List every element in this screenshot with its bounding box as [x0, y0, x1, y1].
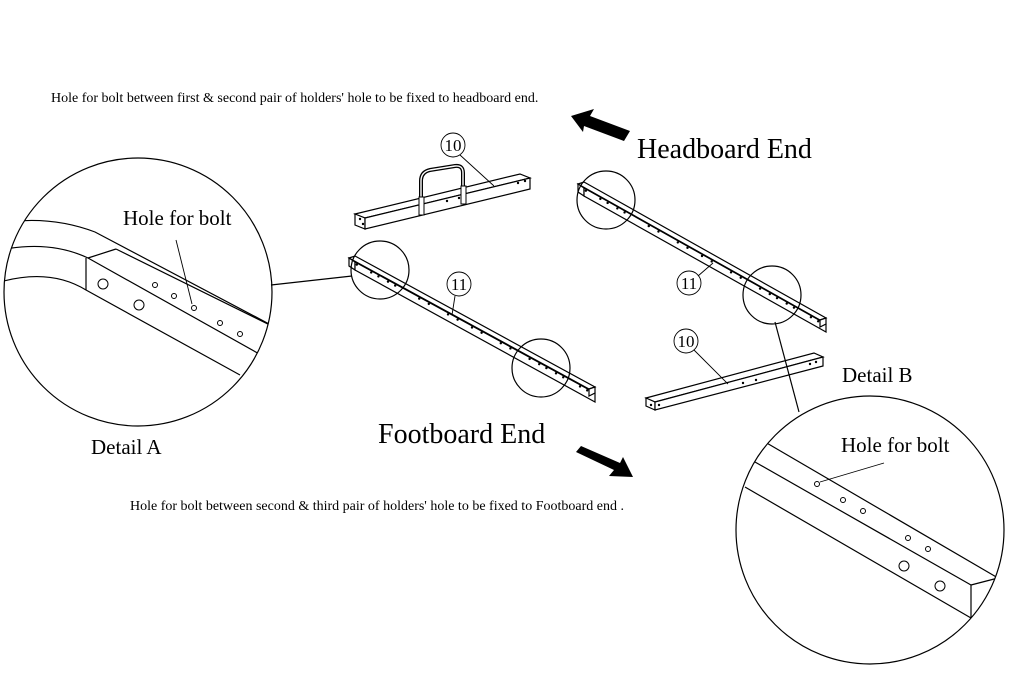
- callout-part-10-top: 10: [440, 132, 495, 187]
- detail-b-leader: [774, 321, 800, 413]
- rail-11-left-holes: [355, 263, 589, 392]
- hole-for-bolt-label-a: Hole for bolt: [123, 206, 232, 230]
- headboard-marker-circle: [576, 170, 636, 230]
- rail-hole: [538, 362, 541, 366]
- rail-hole: [623, 211, 626, 214]
- rail-hole: [509, 347, 512, 350]
- rail-part-11-left: [347, 255, 597, 404]
- svg-text:11: 11: [451, 275, 467, 294]
- rail-hole: [606, 201, 609, 205]
- rail-part-10-top: [353, 163, 532, 230]
- rail-hole: [370, 271, 373, 274]
- rail-hole: [386, 280, 390, 283]
- callout-part-11-right: 11: [676, 262, 714, 296]
- rail-hole: [480, 331, 483, 334]
- detail-b-label: Detail B: [842, 363, 913, 387]
- callout-part-11-left: 11: [446, 271, 472, 316]
- rail-hole: [739, 276, 742, 279]
- rail-hole: [775, 296, 779, 300]
- detail-b-view: [735, 321, 1005, 665]
- rail-hole: [816, 320, 820, 323]
- detail-a-view: [3, 157, 353, 427]
- rail-hole: [768, 292, 771, 296]
- rail-hole: [545, 366, 548, 370]
- footboard-arrow-icon: [576, 446, 633, 477]
- rail-hole: [377, 275, 380, 278]
- footboard-note: Hole for bolt between second & third pai…: [130, 499, 624, 514]
- rail-hole: [700, 254, 704, 258]
- rail-hole: [427, 302, 430, 306]
- rail-hole: [446, 313, 450, 316]
- footboard-end-label: Footboard End: [378, 419, 545, 450]
- detail-a-leader: [270, 275, 353, 286]
- svg-text:10: 10: [445, 136, 462, 155]
- detail-a-label: Detail A: [91, 435, 162, 459]
- hole-for-bolt-label-b: Hole for bolt: [841, 433, 950, 457]
- rail-hole: [758, 287, 762, 290]
- headboard-note: Hole for bolt between first & second pai…: [51, 91, 538, 106]
- svg-text:10: 10: [678, 332, 695, 351]
- rail-hole: [578, 385, 582, 388]
- rail-hole: [584, 189, 588, 192]
- rail-hole: [499, 342, 502, 345]
- headboard-end-label: Headboard End: [637, 134, 812, 165]
- detail-b-marker-circle: [742, 265, 802, 325]
- rail-hole: [785, 302, 788, 305]
- rail-hole: [355, 263, 358, 266]
- rail-hole: [647, 224, 650, 228]
- rail-11-right-holes: [584, 189, 820, 323]
- rail-part-11-right: [576, 181, 828, 334]
- rail-hole: [676, 241, 679, 244]
- rail-hole: [586, 389, 589, 392]
- footboard-marker-circle: [511, 338, 571, 398]
- rail-hole: [554, 372, 558, 375]
- rail-hole: [792, 306, 796, 309]
- rail-hole: [470, 326, 474, 329]
- rail-hole: [456, 318, 459, 321]
- rail-hole: [616, 207, 619, 210]
- detail-a-marker-circle: [350, 240, 410, 300]
- rail-hole: [729, 271, 733, 274]
- rail-hole: [710, 260, 713, 263]
- rail-hole: [562, 376, 565, 379]
- rail-hole: [418, 297, 421, 300]
- rail-hole: [686, 246, 689, 250]
- rail-hole: [528, 357, 531, 361]
- rail-hole: [809, 316, 813, 319]
- headboard-arrow-icon: [571, 109, 630, 141]
- rail-hole: [394, 284, 397, 287]
- rail-part-10-bottom: [644, 352, 825, 411]
- rail-hole: [657, 230, 660, 233]
- callout-part-10-bottom: 10: [673, 328, 729, 385]
- rail-hole: [599, 197, 602, 201]
- svg-text:11: 11: [681, 274, 697, 293]
